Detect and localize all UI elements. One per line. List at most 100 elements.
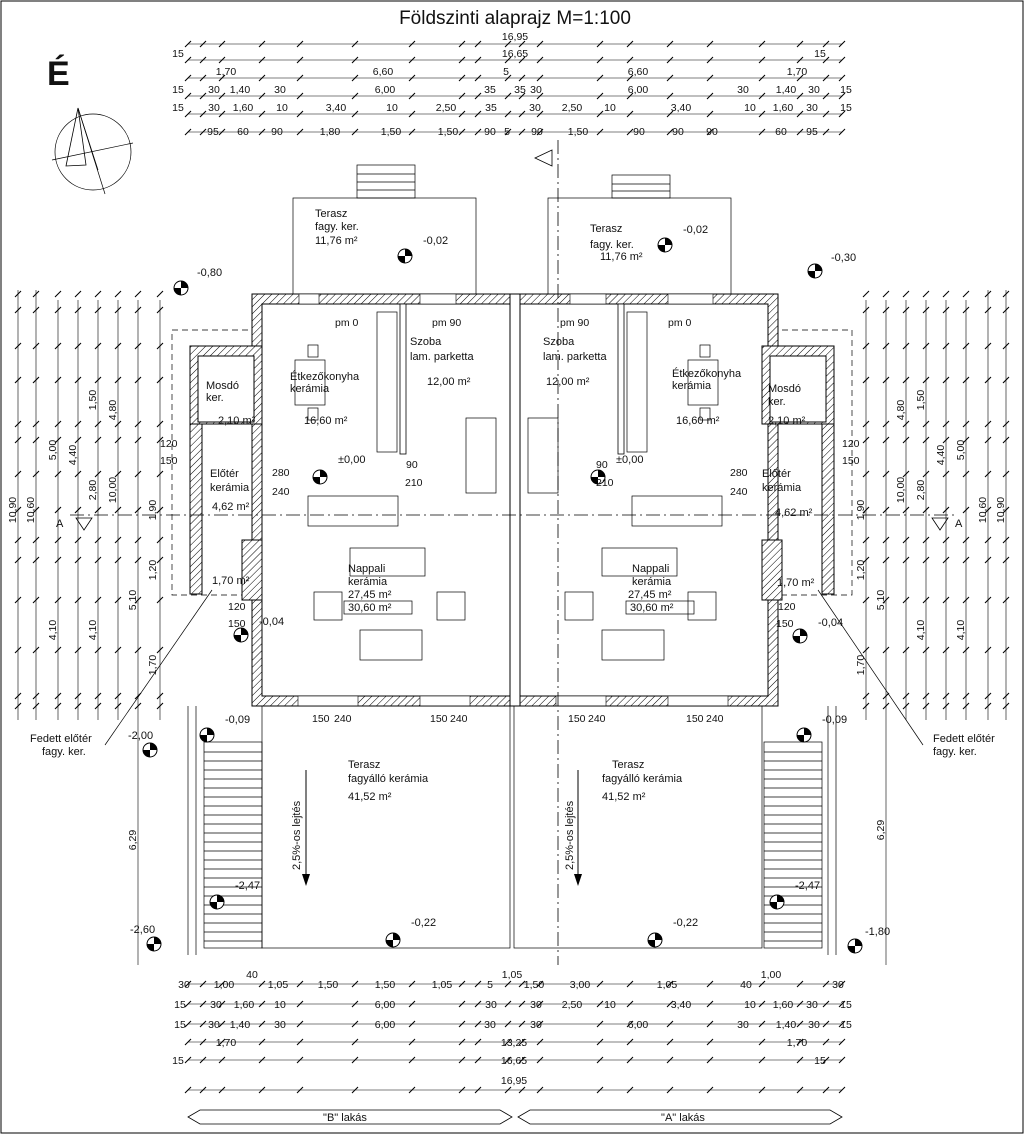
dimension-tick [258,1020,266,1028]
svg-text:30: 30 [806,999,818,1011]
svg-text:Étkezőkonyha: Étkezőkonyha [672,367,742,380]
dimension-tick [862,436,870,444]
dimension-tick [32,702,40,710]
dimension-tick [822,56,830,64]
dimension-tick [218,1020,226,1028]
dimension-tick [94,470,102,478]
svg-text:1,50: 1,50 [568,126,589,138]
unit-b-label: "B" lakás [323,1112,367,1124]
dimension-tick [32,692,40,700]
dimension-tick [758,1038,766,1046]
dimension-tick [942,420,950,428]
dimension-tick [184,980,192,988]
svg-text:30: 30 [274,84,286,96]
dimension-tick [758,92,766,100]
dimension-tick [796,1056,804,1064]
dimension-tick [518,1020,526,1028]
dimension-tick [706,1038,714,1046]
svg-text:30,60 m²: 30,60 m² [348,602,392,614]
dimension-tick [984,702,992,710]
dimension-tick [822,110,830,118]
svg-text:1,05: 1,05 [502,969,523,981]
unit-a-label: "A" lakás [661,1112,705,1124]
svg-text:16,95: 16,95 [501,1075,527,1087]
dimension-tick [1002,436,1010,444]
dimension-tick [504,1038,512,1046]
dimension-tick [838,1086,846,1094]
dimension-tick [706,1056,714,1064]
dimension-tick [518,128,526,136]
svg-text:210: 210 [405,477,423,489]
svg-text:4,10: 4,10 [915,620,927,641]
svg-text:15: 15 [172,48,184,60]
dimension-tick [14,646,22,654]
level-value: -0,04 [818,617,843,629]
dimension-tick [156,556,164,564]
dimension-tick [474,980,482,988]
dimension-tick [796,110,804,118]
dimension-tick [408,128,416,136]
dimension-tick [706,1086,714,1094]
dimension-tick [902,306,910,314]
dimension-tick [14,376,22,384]
svg-text:27,45 m²: 27,45 m² [628,589,672,601]
dimension-tick [942,306,950,314]
section-marker-right: A [955,518,963,530]
level-value: -0,09 [822,714,847,726]
svg-text:10,60: 10,60 [25,497,37,523]
dimension-tick [626,1056,634,1064]
svg-text:1,70 m²: 1,70 m² [212,575,250,587]
svg-text:1,00: 1,00 [214,979,235,991]
svg-text:6,60: 6,60 [373,66,394,78]
dimension-tick [156,646,164,654]
dimension-tick [134,536,142,544]
dimension-tick [54,436,62,444]
dimension-tick [666,92,674,100]
dimension-tick [184,1038,192,1046]
dimension-tick [134,376,142,384]
dimension-tick [504,980,512,988]
level-value: -2,47 [235,880,260,892]
dimension-tick [706,1020,714,1028]
svg-text:240: 240 [706,713,724,725]
dimension-tick [518,110,526,118]
dimension-tick [796,1020,804,1028]
dimension-tick [199,1086,207,1094]
svg-text:kerámia: kerámia [348,576,388,588]
level-marker-fill [313,470,327,484]
svg-text:4,80: 4,80 [895,400,907,421]
dimension-tick [536,980,544,988]
dimension-tick [626,1020,634,1028]
svg-text:1,90: 1,90 [855,500,867,521]
dimension-tick [984,436,992,444]
level-marker-fill [386,933,400,947]
svg-text:ker.: ker. [768,396,786,408]
dimension-tick [666,1020,674,1028]
dimension-tick [822,1038,830,1046]
dimension-tick [962,436,970,444]
dimension-tick [504,1000,512,1008]
level-marker-fill [143,743,157,757]
dimension-tick [962,506,970,514]
dimension-tick [74,506,82,514]
dimension-tick [942,290,950,298]
dimension-tick [596,56,604,64]
dimension-tick [74,342,82,350]
stair-top-a [611,174,671,199]
dimension-tick [518,1056,526,1064]
dimension-tick [504,110,512,118]
dimension-tick [962,420,970,428]
dimension-tick [54,536,62,544]
dimension-tick [351,1086,359,1094]
dimension-tick [596,40,604,48]
dimension-tick [984,596,992,604]
dimension-tick [199,40,207,48]
svg-text:30: 30 [530,999,542,1011]
dimension-tick [156,470,164,478]
dimension-tick [626,92,634,100]
dimension-tick [134,702,142,710]
svg-text:15: 15 [840,1019,852,1031]
dimension-tick [156,306,164,314]
svg-text:lam. parketta: lam. parketta [410,351,474,363]
dimension-tick [296,1020,304,1028]
